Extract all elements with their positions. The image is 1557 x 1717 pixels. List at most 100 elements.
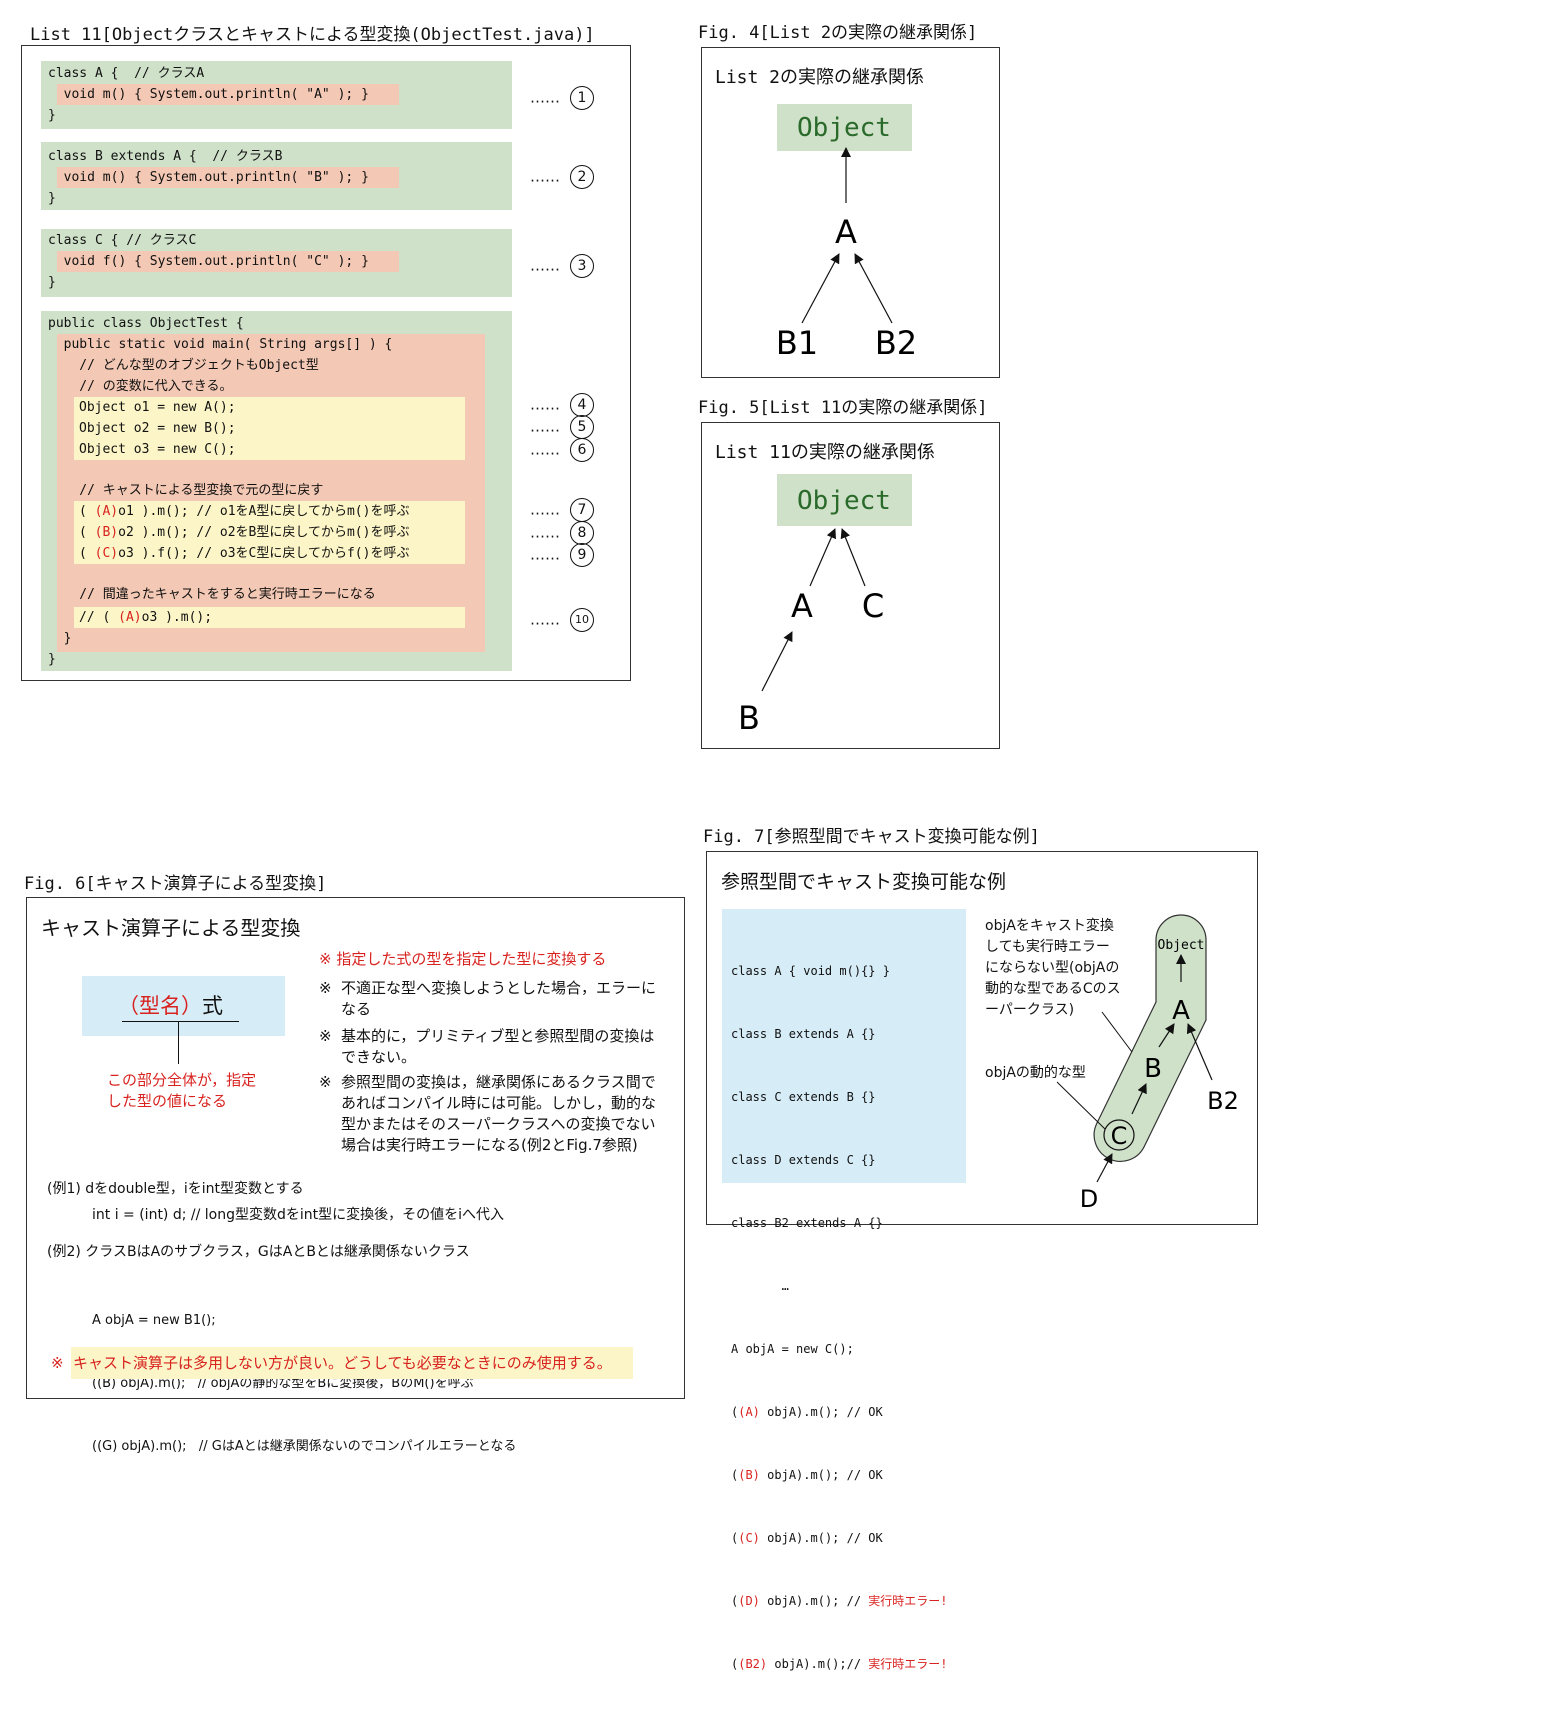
fig7-note-dynamic: objAの動的な型 xyxy=(985,1065,1086,1081)
class-b-block: class B extends A { // クラスB void m() { S… xyxy=(41,142,512,210)
marker-9: ……9 xyxy=(530,543,594,567)
dynamic-type-circle xyxy=(1103,1119,1135,1151)
fig4-caption: Fig. 4[List 2の実際の継承関係] xyxy=(698,23,978,43)
code-line: } xyxy=(48,631,72,646)
node-b2: B2 xyxy=(1207,1087,1239,1115)
fig7-note-supertypes: objAをキャスト変換 しても実行時エラー にならない型(objAの 動的な型で… xyxy=(985,918,1121,1018)
marker-7: ……7 xyxy=(530,498,594,522)
cast-expression-box: （型名）式 xyxy=(82,976,285,1036)
code-line: } xyxy=(48,652,56,667)
code-line: // キャストによる型変換で元の型に戻す xyxy=(48,483,324,498)
node-c: C xyxy=(1111,1122,1128,1150)
node-b: B xyxy=(1144,1054,1162,1084)
error-highlight xyxy=(74,607,465,628)
node-a: A xyxy=(1172,996,1190,1026)
arrow-b-a xyxy=(761,631,793,692)
example2-title: (例2) クラスBはAのサブクラス，GはAとBとは継承関係ないクラス xyxy=(47,1244,470,1260)
fig7-caption: Fig. 7[参照型間でキャスト変換可能な例] xyxy=(703,827,1040,847)
marker-1: ……1 xyxy=(530,86,594,110)
rule-3: ※基本的に，プリミティブ型と参照型間の変換は できない。 xyxy=(319,1027,655,1066)
fig4-diagram: Object A B1 B2 xyxy=(776,104,917,362)
node-a: A xyxy=(835,213,857,251)
example1-title: (例1) dをdouble型，iをint型変数とする xyxy=(47,1181,304,1197)
code-line: class B extends A { // クラスB xyxy=(48,149,283,164)
fig7-title: 参照型間でキャスト変換可能な例 xyxy=(721,871,1007,893)
marker-2: ……2 xyxy=(530,165,594,189)
code-line: // の変数に代入できる。 xyxy=(48,379,233,394)
class-a-block: class A { // クラスA void m() { System.out.… xyxy=(41,61,512,129)
fig6-caption: Fig. 6[キャスト演算子による型変換] xyxy=(24,874,327,894)
example2-code: A objA = new B1(); ((B) objA).m(); // ob… xyxy=(92,1313,517,1454)
code-line: void m() { System.out.println( "A" ); } xyxy=(48,87,369,102)
class-c-block: class C { // クラスC void f() { System.out.… xyxy=(41,229,512,297)
rule-2: ※不適正な型へ変換しようとした場合，エラーに なる xyxy=(319,979,657,1018)
fig5-diagram: Object A C B xyxy=(738,474,912,737)
node-b: B xyxy=(738,699,760,737)
arrow-b1-a xyxy=(801,253,840,324)
code-line: } xyxy=(48,275,56,290)
code-line: // 間違ったキャストをすると実行時エラーになる xyxy=(48,587,376,602)
fig4-title: List 2の実際の継承関係 xyxy=(715,67,925,88)
code-line: public class ObjectTest { xyxy=(48,316,244,331)
code-line: ( (A)o1 ).m(); // o1をA型に戻してからm()を呼ぶ xyxy=(79,504,410,519)
note1-leader xyxy=(1101,1011,1133,1053)
list11-caption: List 11[Objectクラスとキャストによる型変換(ObjectTest.… xyxy=(30,25,595,45)
code-line: Object o1 = new A(); xyxy=(79,400,236,415)
fig5-frame: List 11の実際の継承関係 Object A C B xyxy=(701,422,1000,749)
note-leader xyxy=(178,1022,179,1064)
code-line: Object o3 = new C(); xyxy=(79,442,236,457)
cast-highlight xyxy=(74,501,465,564)
example1-code: int i = (int) d; // long型変数dをint型に変換後，その… xyxy=(92,1207,505,1223)
object-label: Object xyxy=(797,113,891,143)
list11-frame: class A { // クラスA void m() { System.out.… xyxy=(21,45,631,681)
arrow-b2-a xyxy=(854,253,893,324)
fig7-diagram: Object A B C D B2 xyxy=(1056,914,1239,1213)
arrow-b2-a xyxy=(1186,1023,1213,1081)
object-box xyxy=(777,104,912,151)
warning-mark: ※ xyxy=(51,1354,64,1372)
method-highlight xyxy=(57,251,399,272)
fig7-frame: 参照型間でキャスト変換可能な例 class A { void m(){} } c… xyxy=(706,851,1258,1671)
code-line: } xyxy=(48,191,56,206)
objecttest-block: public class ObjectTest { public static … xyxy=(41,311,512,671)
marker-3: ……3 xyxy=(530,254,594,278)
method-highlight xyxy=(57,84,399,105)
note2-leader xyxy=(1056,1081,1106,1130)
marker-8: ……8 xyxy=(530,521,594,545)
assign-highlight xyxy=(74,397,465,460)
object-label: Object xyxy=(797,486,891,516)
object-box xyxy=(777,474,912,526)
code-line: Object o2 = new B(); xyxy=(79,421,236,436)
warning-note: キャスト演算子は多用しない方が良い。どうしても必要なときにのみ使用する。 xyxy=(71,1347,633,1379)
code-line: class A { // クラスA xyxy=(48,66,205,81)
code-line: public static void main( String args[] )… xyxy=(48,337,393,352)
node-b1: B1 xyxy=(776,324,818,362)
node-a: A xyxy=(791,587,813,625)
rule-4: ※参照型間の変換は，継承関係にあるクラス間で あればコンパイル時には可能。しかし… xyxy=(319,1073,657,1154)
arrow-a-object xyxy=(809,528,836,587)
main-method-block xyxy=(57,334,485,652)
code-line: ( (B)o2 ).m(); // o2をB型に戻してからm()を呼ぶ xyxy=(79,525,410,540)
arrow-c-b xyxy=(1131,1083,1147,1115)
code-line: ( (C)o3 ).f(); // o3をC型に戻してからf()を呼ぶ xyxy=(79,546,410,561)
superclass-band xyxy=(1093,914,1207,1162)
code-line: } xyxy=(48,108,56,123)
code-line: // どんな型のオブジェクトもObject型 xyxy=(48,358,319,373)
object-label: Object xyxy=(1158,938,1205,953)
node-d: D xyxy=(1080,1185,1098,1213)
fig4-frame: List 2の実際の継承関係 Object A B1 B2 xyxy=(701,47,1000,378)
expression-note: この部分全体が，指定 した型の値になる xyxy=(107,1071,257,1110)
arrow-b-a xyxy=(1158,1023,1175,1048)
marker-5: ……5 xyxy=(530,415,594,439)
node-c: C xyxy=(862,587,884,625)
method-highlight xyxy=(57,167,399,188)
marker-6: ……6 xyxy=(530,438,594,462)
marker-10: ……10 xyxy=(530,608,594,632)
rule-1: ※ 指定した式の型を指定した型に変換する xyxy=(319,950,607,968)
code-line: void m() { System.out.println( "B" ); } xyxy=(48,170,369,185)
code-line: void f() { System.out.println( "C" ); } xyxy=(48,254,369,269)
fig6-title: キャスト演算子による型変換 xyxy=(41,916,301,940)
node-b2: B2 xyxy=(875,324,917,362)
fig5-caption: Fig. 5[List 11の実際の継承関係] xyxy=(698,398,988,418)
cast-expression: （型名）式 xyxy=(118,994,223,1018)
